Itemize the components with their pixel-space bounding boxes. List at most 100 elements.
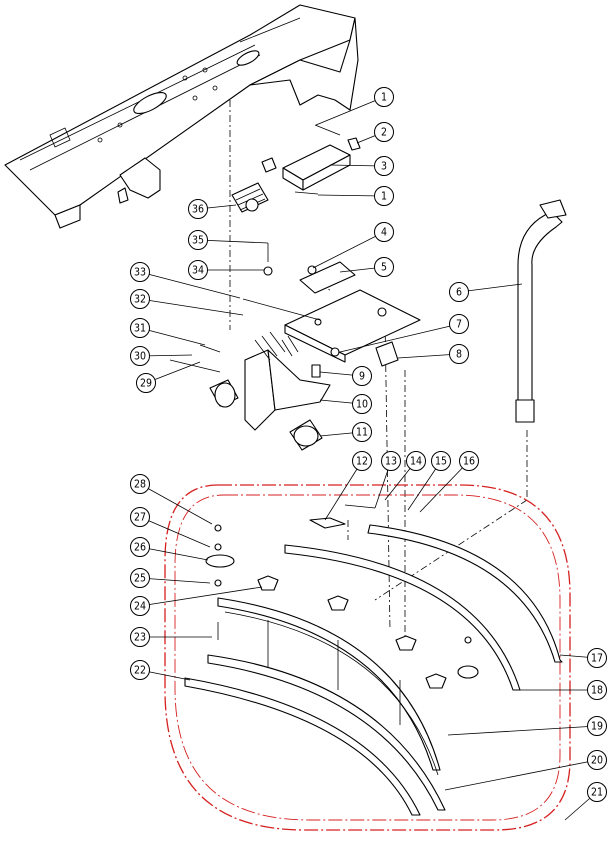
callout-bubble — [406, 451, 426, 471]
callout-16-nut-small: 16 — [419, 451, 479, 513]
callout-bubble — [136, 373, 156, 393]
callout-4-nut: 4 — [312, 222, 394, 269]
callout-number: 11 — [356, 427, 368, 439]
callout-15-washer: 15 — [407, 451, 451, 511]
callout-number: 10 — [356, 399, 368, 411]
star-knobs — [257, 575, 447, 725]
callout-bubble — [449, 344, 469, 364]
callout-number: 23 — [134, 632, 146, 644]
callout-36-gear-motor: 36 — [188, 199, 237, 219]
callout-bubble — [374, 156, 394, 176]
leader-line — [458, 283, 523, 293]
leader-line — [139, 577, 211, 584]
callout-bubble — [459, 451, 479, 471]
callout-26-roller: 26 — [130, 537, 209, 561]
leader-line — [339, 323, 460, 353]
callout-number: 28 — [134, 479, 146, 491]
callout-23-bolt: 23 — [130, 627, 212, 647]
callout-1-bolt-lower: 1 — [317, 186, 394, 206]
callout-13-pin: 13 — [374, 451, 401, 509]
callout-bubble — [130, 568, 150, 588]
callout-number: 1 — [381, 92, 387, 104]
callout-number: 25 — [134, 573, 146, 585]
actuator-housing — [261, 124, 361, 195]
callout-bubble — [587, 782, 607, 802]
callout-number: 26 — [134, 542, 146, 554]
gear-motor — [231, 182, 269, 213]
callout-bubble — [374, 222, 394, 242]
callout-11-sleeve: 11 — [319, 422, 372, 442]
callout-number: 24 — [134, 601, 146, 613]
callout-bubble — [449, 282, 469, 302]
callout-number: 29 — [140, 378, 152, 390]
leader-line — [197, 239, 269, 244]
callout-number: 34 — [192, 265, 204, 277]
callout-bubble — [188, 230, 208, 250]
callout-number: 27 — [134, 512, 146, 524]
callout-6-discharge-tube: 6 — [449, 282, 523, 302]
callout-33-bolt-long: 33 — [130, 262, 241, 299]
leader-line — [324, 460, 363, 521]
callout-31-cotter-pin: 31 — [130, 318, 206, 346]
leader-line — [419, 460, 470, 513]
leader-line — [315, 96, 385, 126]
callout-bubble — [188, 199, 208, 219]
callout-bubble — [587, 648, 607, 668]
leader-line — [312, 231, 385, 269]
roller — [205, 524, 479, 679]
callout-18-rail-strip: 18 — [518, 680, 607, 700]
callout-10-lower-bracket: 10 — [319, 394, 372, 414]
callout-bubble — [130, 596, 150, 616]
callout-bubble — [352, 394, 372, 414]
callout-29-long-pin: 29 — [136, 361, 201, 393]
callout-number: 30 — [134, 351, 146, 363]
callout-7-bushing: 7 — [339, 314, 469, 353]
callout-3-actuator-housing: 3 — [329, 156, 394, 176]
callout-bubble — [374, 186, 394, 206]
callout-bubble — [381, 451, 401, 471]
callout-35-bolt: 35 — [188, 230, 269, 250]
callout-number: 36 — [192, 204, 204, 216]
callout-number: 35 — [192, 235, 204, 247]
leader-line — [397, 353, 460, 359]
leader-line — [139, 271, 241, 299]
callout-bubble — [130, 289, 150, 309]
curved-rails — [184, 524, 563, 816]
callout-bubble — [130, 660, 150, 680]
leader-line — [317, 194, 385, 197]
callout-bubble — [374, 257, 394, 277]
callout-32-spring-large: 32 — [130, 289, 244, 316]
callout-number: 6 — [456, 287, 462, 299]
callout-25-washer-small: 25 — [130, 568, 211, 588]
callout-bubble — [188, 260, 208, 280]
callout-bubble — [587, 716, 607, 736]
callout-number: 21 — [591, 787, 603, 799]
callout-22-lower-rail: 22 — [130, 660, 191, 681]
callout-2-small-bracket: 2 — [356, 122, 394, 144]
callout-bubble — [352, 422, 372, 442]
callout-20-inner-strip: 20 — [444, 750, 607, 791]
leader-line — [444, 759, 598, 791]
callout-8-clamp-block: 8 — [397, 344, 469, 364]
callout-19-end-bracket: 19 — [447, 716, 607, 736]
callout-bubble — [449, 314, 469, 334]
callout-bubble — [130, 474, 150, 494]
callout-number: 14 — [410, 456, 422, 468]
callout-number: 32 — [134, 294, 146, 306]
leader-line — [139, 483, 213, 525]
callout-bubble — [352, 451, 372, 471]
callout-14-screw: 14 — [384, 451, 426, 501]
leader-line — [139, 327, 206, 346]
callout-number: 20 — [591, 755, 603, 767]
callout-bubble — [130, 627, 150, 647]
callout-12-slide-block: 12 — [324, 451, 372, 521]
callout-9-spring-small: 9 — [319, 366, 372, 386]
callout-21-assembly-boundary: 21 — [564, 782, 607, 821]
bracket-plate — [242, 243, 421, 363]
chassis-frame — [4, 4, 359, 229]
callout-number: 22 — [134, 665, 146, 677]
callout-number: 33 — [134, 267, 146, 279]
callout-bubble — [374, 87, 394, 107]
